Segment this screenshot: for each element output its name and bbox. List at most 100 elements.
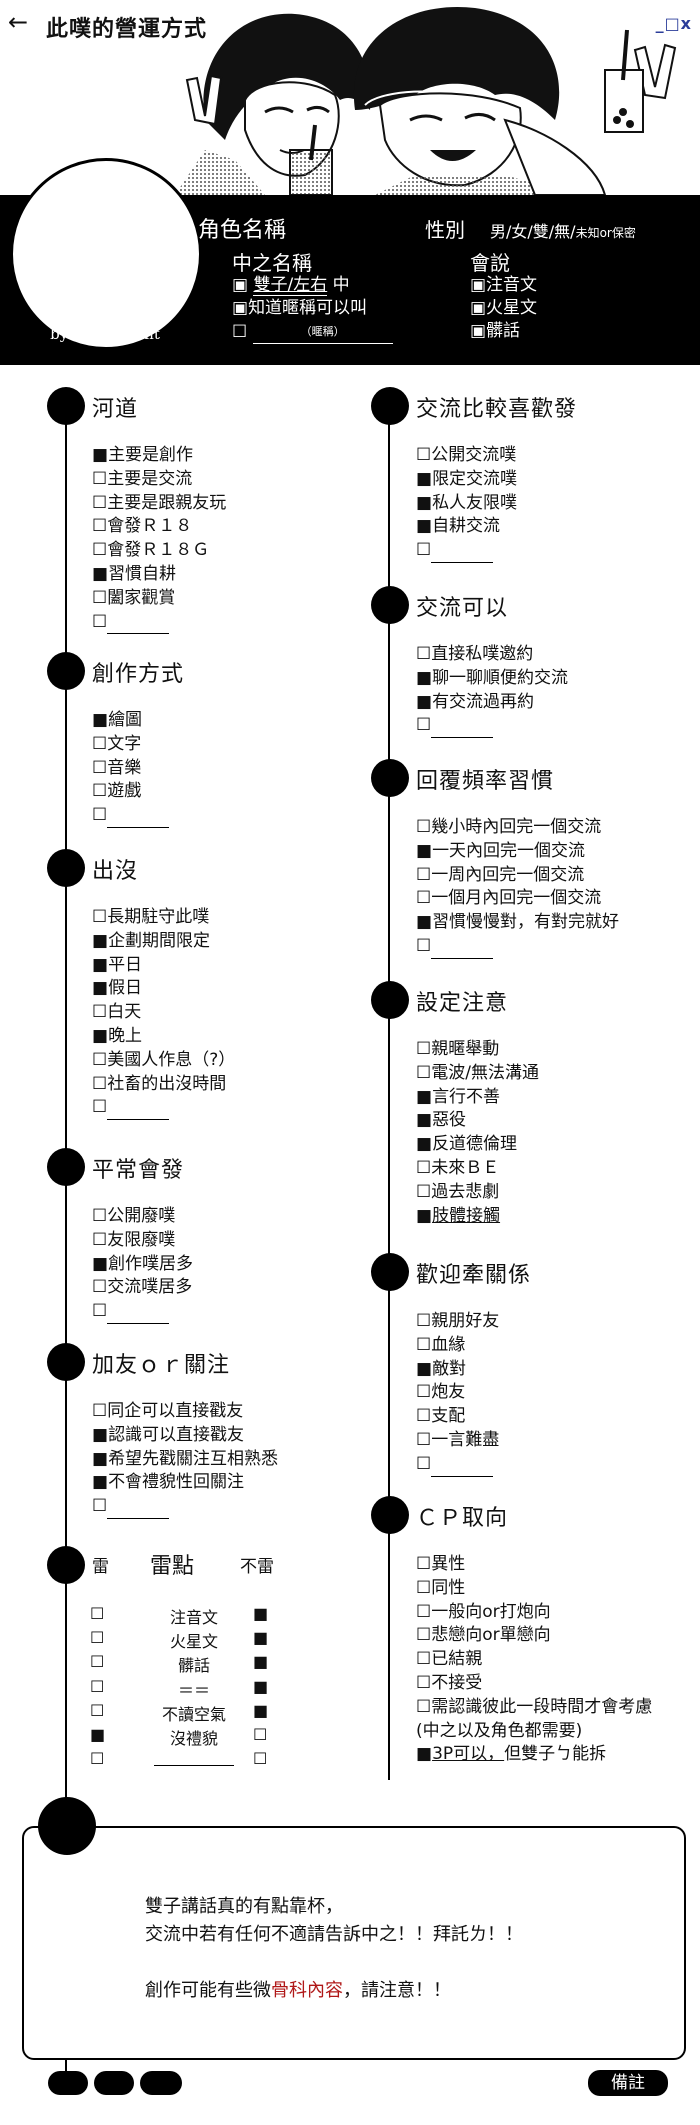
window-controls[interactable]: _□x [655, 14, 692, 33]
checkbox-unchecked-icon[interactable]: ☐ [416, 1577, 432, 1598]
checkbox-unchecked-icon[interactable]: ☐ [92, 540, 108, 561]
checkbox-checked-icon[interactable]: ■ [92, 1253, 109, 1274]
checkbox-unchecked-icon[interactable]: ☐ [416, 1157, 432, 1178]
checkbox-unchecked-icon[interactable]: ☐ [416, 445, 432, 465]
blank-line[interactable] [431, 1460, 494, 1477]
checkbox-unchecked-icon[interactable]: ☐ [416, 1039, 432, 1059]
checkbox-unchecked-icon[interactable]: ☐ [90, 1604, 105, 1623]
checkbox-checked-icon[interactable]: ■ [92, 1025, 109, 1046]
checkbox-checked-icon[interactable]: ■ [416, 1086, 433, 1107]
checkbox-unchecked-icon[interactable]: ☐ [416, 1334, 432, 1355]
checkbox-checked-icon[interactable]: ■ [92, 1472, 109, 1493]
checkbox-checked-icon[interactable]: ■ [416, 667, 433, 688]
checkbox-checked-icon[interactable]: ■ [92, 1424, 109, 1445]
tab-pill[interactable] [48, 2071, 88, 2095]
checkbox-checked-icon[interactable]: ■ [253, 1628, 269, 1648]
blank-line[interactable] [431, 721, 494, 739]
checkbox-checked-icon[interactable]: ■ [416, 840, 433, 861]
checkbox-checked-icon[interactable]: ■ [416, 492, 433, 513]
checkbox-unchecked-icon[interactable]: ☐ [416, 817, 432, 837]
checkbox-checked-icon[interactable]: ■ [92, 930, 109, 951]
blank-line[interactable] [107, 811, 170, 828]
checkbox-unchecked-icon[interactable]: ☐ [92, 1049, 108, 1070]
checkbox-checked-icon[interactable]: ■ [416, 1205, 433, 1226]
checkbox-checked-icon[interactable]: ■ [253, 1652, 269, 1672]
checkbox-checked-icon[interactable]: ■ [92, 978, 109, 999]
checkbox-unchecked-icon[interactable]: ☐ [416, 1672, 432, 1693]
checkbox-unchecked-icon[interactable]: ☐ [92, 805, 108, 826]
checkbox-unchecked-icon[interactable]: ☐ [92, 1073, 108, 1094]
blank-line[interactable] [431, 942, 494, 959]
checkbox-unchecked-icon[interactable]: ☐ [416, 1453, 432, 1474]
back-arrow-icon[interactable]: ← [8, 8, 29, 36]
blank-line[interactable] [107, 1307, 170, 1324]
checkbox-unchecked-icon[interactable]: ☐ [416, 1406, 432, 1427]
checkbox-unchecked-icon[interactable]: ☐ [92, 1496, 108, 1517]
blank-line[interactable] [431, 546, 494, 563]
checkbox-unchecked-icon[interactable]: ☐ [416, 1181, 432, 1202]
checkbox-unchecked-icon[interactable]: ☐ [416, 1554, 432, 1574]
checkbox-unchecked-icon[interactable]: ☐ [416, 1311, 432, 1331]
blank-line[interactable] [154, 1749, 234, 1767]
checkbox-unchecked-icon[interactable]: ☐ [92, 1277, 108, 1298]
checkbox-checked-icon[interactable]: ■ [416, 1744, 433, 1765]
checkbox-unchecked-icon[interactable]: ☐ [416, 935, 432, 956]
checkbox-checked-icon[interactable]: ■ [92, 445, 109, 465]
nickname-blank[interactable]: （暱稱） [252, 320, 393, 344]
checkbox-checked-icon[interactable]: ■ [92, 563, 109, 584]
checkbox-unchecked-icon[interactable]: ☐ [416, 1649, 432, 1670]
checkbox[interactable]: ▣ [232, 275, 249, 295]
checkbox-unchecked-icon[interactable]: ☐ [416, 1429, 432, 1450]
checkbox-checked-icon[interactable]: ■ [92, 954, 109, 975]
checkbox-unchecked-icon[interactable]: ☐ [416, 864, 432, 885]
checkbox[interactable]: ▣ [232, 298, 249, 318]
checkbox-unchecked-icon[interactable]: ☐ [92, 1401, 108, 1421]
checkbox-checked-icon[interactable]: ■ [92, 1448, 109, 1469]
checkbox-unchecked-icon[interactable]: ☐ [416, 1382, 432, 1403]
checkbox-checked-icon[interactable]: ■ [253, 1676, 269, 1696]
checkbox-checked-icon[interactable]: ■ [416, 1134, 433, 1155]
tab-pill[interactable] [140, 2071, 182, 2095]
checkbox-unchecked-icon[interactable]: ☐ [416, 1625, 432, 1646]
checkbox-unchecked-icon[interactable]: ☐ [92, 516, 108, 537]
blank-line[interactable] [107, 1502, 170, 1519]
remark-tab[interactable]: 備註 [588, 2070, 668, 2096]
checkbox-unchecked-icon[interactable]: ☐ [416, 1696, 432, 1717]
checkbox-unchecked-icon[interactable]: ☐ [92, 1002, 108, 1023]
checkbox[interactable]: ☐ [232, 322, 248, 342]
checkbox-checked-icon[interactable]: ■ [416, 1110, 433, 1131]
checkbox-unchecked-icon[interactable]: ☐ [92, 1229, 108, 1250]
checkbox-unchecked-icon[interactable]: ☐ [92, 468, 108, 489]
blank-line[interactable] [107, 617, 170, 635]
checkbox-unchecked-icon[interactable]: ☐ [90, 1700, 105, 1720]
blank-line[interactable] [107, 1103, 170, 1121]
checkbox-unchecked-icon[interactable]: ☐ [253, 1725, 268, 1744]
checkbox-unchecked-icon[interactable]: ☐ [92, 1301, 108, 1322]
checkbox-unchecked-icon[interactable]: ☐ [253, 1749, 268, 1769]
checkbox-unchecked-icon[interactable]: ☐ [92, 1206, 108, 1226]
checkbox-unchecked-icon[interactable]: ☐ [92, 611, 108, 632]
checkbox-unchecked-icon[interactable]: ☐ [92, 781, 108, 802]
checkbox-unchecked-icon[interactable]: ☐ [416, 1601, 432, 1622]
checkbox-unchecked-icon[interactable]: ☐ [90, 1628, 105, 1648]
checkbox-unchecked-icon[interactable]: ☐ [92, 757, 108, 778]
checkbox-unchecked-icon[interactable]: ☐ [416, 644, 432, 664]
checkbox-checked-icon[interactable]: ■ [416, 1358, 433, 1379]
checkbox-checked-icon[interactable]: ■ [416, 912, 433, 933]
checkbox-checked-icon[interactable]: ■ [416, 468, 433, 489]
checkbox-unchecked-icon[interactable]: ☐ [90, 1652, 105, 1672]
checkbox-checked-icon[interactable]: ■ [253, 1604, 269, 1623]
checkbox-checked-icon[interactable]: ■ [92, 710, 109, 730]
checkbox-checked-icon[interactable]: ■ [416, 691, 433, 712]
checkbox-unchecked-icon[interactable]: ☐ [92, 492, 108, 513]
checkbox-unchecked-icon[interactable]: ☐ [92, 733, 108, 754]
checkbox-unchecked-icon[interactable]: ☐ [92, 1097, 108, 1118]
checkbox-checked-icon[interactable]: ■ [416, 516, 433, 537]
checkbox-unchecked-icon[interactable]: ☐ [90, 1676, 105, 1696]
checkbox-checked-icon[interactable]: ■ [253, 1700, 269, 1720]
checkbox-unchecked-icon[interactable]: ☐ [416, 888, 432, 909]
checkbox-checked-icon[interactable]: ■ [90, 1725, 106, 1744]
checkbox-unchecked-icon[interactable]: ☐ [92, 587, 108, 608]
tab-pill[interactable] [94, 2071, 134, 2095]
checkbox-unchecked-icon[interactable]: ☐ [416, 715, 432, 736]
